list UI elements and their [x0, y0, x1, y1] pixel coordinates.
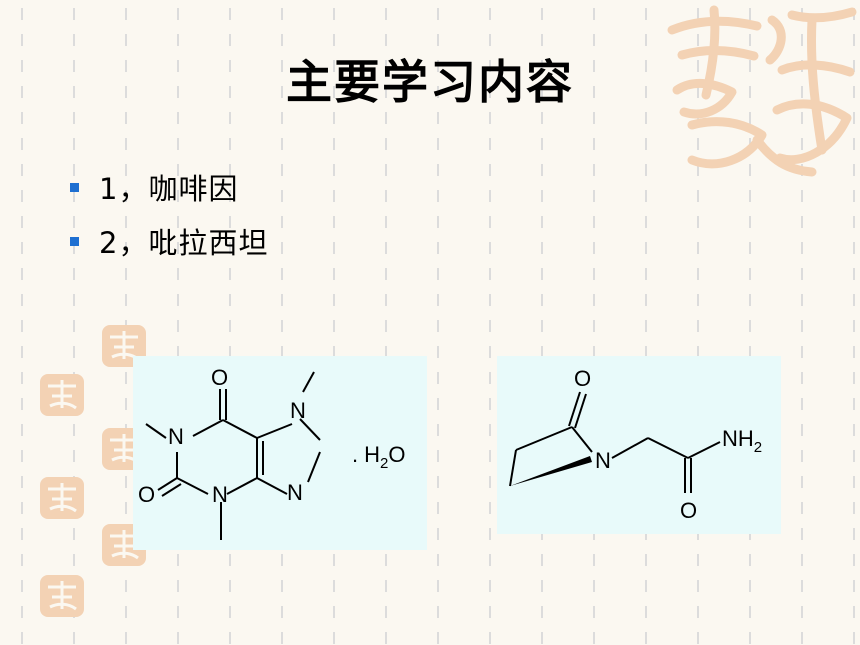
bullet-item-piracetam: 2，吡拉西坦	[70, 214, 268, 268]
wedge-bond	[510, 456, 592, 486]
bullet-label: 1，咖啡因	[99, 172, 239, 206]
hydrate-label: .H2O	[352, 442, 405, 472]
atom-n-label: N	[290, 398, 306, 423]
square-bullet-icon	[70, 182, 79, 192]
seal-stamp-decoration	[40, 575, 84, 617]
atom-n-label: N	[287, 480, 303, 505]
nh2-label: NH2	[722, 426, 762, 456]
atom-o-label: O	[138, 482, 155, 507]
caffeine-structure	[145, 371, 321, 540]
piracetam-structure	[509, 391, 721, 493]
atom-o-label: O	[680, 498, 697, 523]
atom-o-label: O	[574, 366, 591, 391]
seal-stamp-decoration	[40, 374, 84, 416]
calligraphy-seal-decoration	[667, 5, 857, 177]
atom-n-label: N	[168, 424, 184, 449]
content-bullet-list: 1，咖啡因 2，吡拉西坦	[70, 160, 268, 268]
bullet-label: 2，吡拉西坦	[99, 226, 269, 260]
piracetam-atom-labels: O N O NH2	[574, 366, 762, 523]
atom-o-label: O	[211, 365, 228, 390]
bullet-item-caffeine: 1，咖啡因	[70, 160, 268, 214]
piracetam-structure-panel	[497, 356, 781, 534]
atom-n-label: N	[212, 482, 228, 507]
slide-title: 主要学习内容	[286, 55, 574, 109]
caffeine-atom-labels: O N N N N O .H2O	[138, 365, 405, 507]
square-bullet-icon	[70, 236, 79, 246]
seal-stamp-decoration	[40, 477, 84, 519]
atom-n-label: N	[595, 448, 611, 473]
caffeine-structure-panel	[133, 356, 427, 550]
